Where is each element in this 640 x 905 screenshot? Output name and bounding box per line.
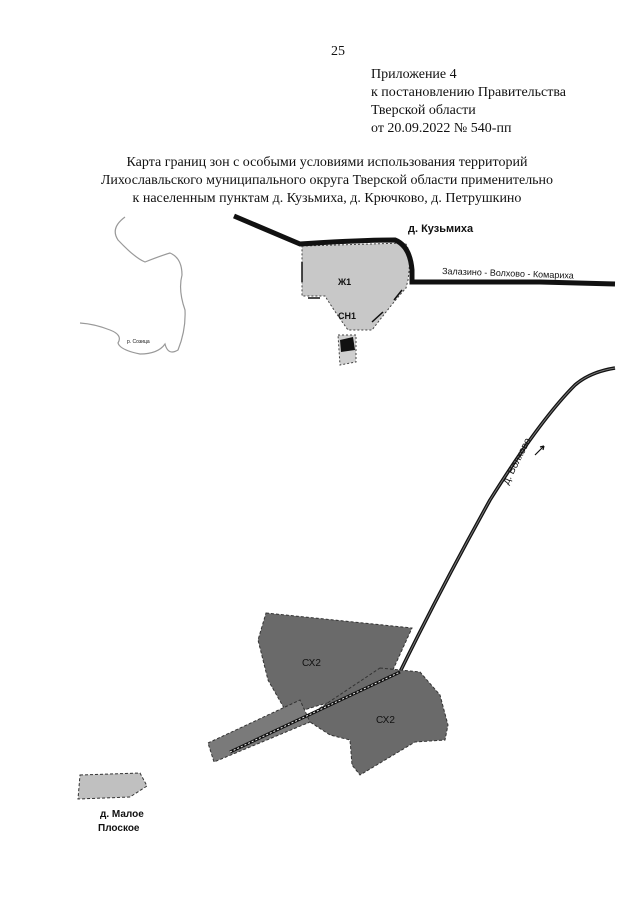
appendix-line: к постановлению Правительства <box>371 85 567 100</box>
sn1-building <box>340 337 355 352</box>
zone-maloe-ploskoe <box>77 772 148 800</box>
settlement-label-maloe: д. Малое <box>100 809 144 820</box>
appendix-header: Приложение 4 к постановлению Правительст… <box>371 66 566 138</box>
river-label: р. Созица <box>127 339 150 345</box>
map-title: Карта границ зон с особыми условиями исп… <box>60 154 594 208</box>
zone-skh2-strip <box>207 699 311 763</box>
road-zalazino-volkhovo-komarikha <box>233 213 616 287</box>
direction-arrow-icon <box>534 445 545 456</box>
page-number: 25 <box>331 44 345 59</box>
zone-skh2-south <box>289 667 449 776</box>
zone-label-zh1: Ж1 <box>337 277 351 287</box>
appendix-line: Тверской области <box>371 103 476 118</box>
settlement-label-kuzmikha: д. Кузьмиха <box>408 223 474 235</box>
settlement-label-ploskoe: Плоское <box>98 823 140 834</box>
road-label-main: Залазино - Волхово - Комариха <box>442 266 574 281</box>
title-line: к населенным пунктам д. Кузьмиха, д. Крю… <box>132 191 522 206</box>
road-label-volkhovo: д. Волхово <box>501 436 534 486</box>
zone-label-skh2-north: СХ2 <box>302 658 321 669</box>
river-line <box>79 216 186 355</box>
appendix-line: от 20.09.2022 № 540-пп <box>371 121 512 136</box>
appendix-line: Приложение 4 <box>371 67 457 82</box>
title-line: Карта границ зон с особыми условиями исп… <box>126 155 528 170</box>
zone-label-sn1: СН1 <box>338 311 356 321</box>
road-to-volkhovo <box>396 366 616 677</box>
zone-label-skh2-south: СХ2 <box>376 715 395 726</box>
title-line: Лихославльского муниципального округа Тв… <box>100 173 554 188</box>
